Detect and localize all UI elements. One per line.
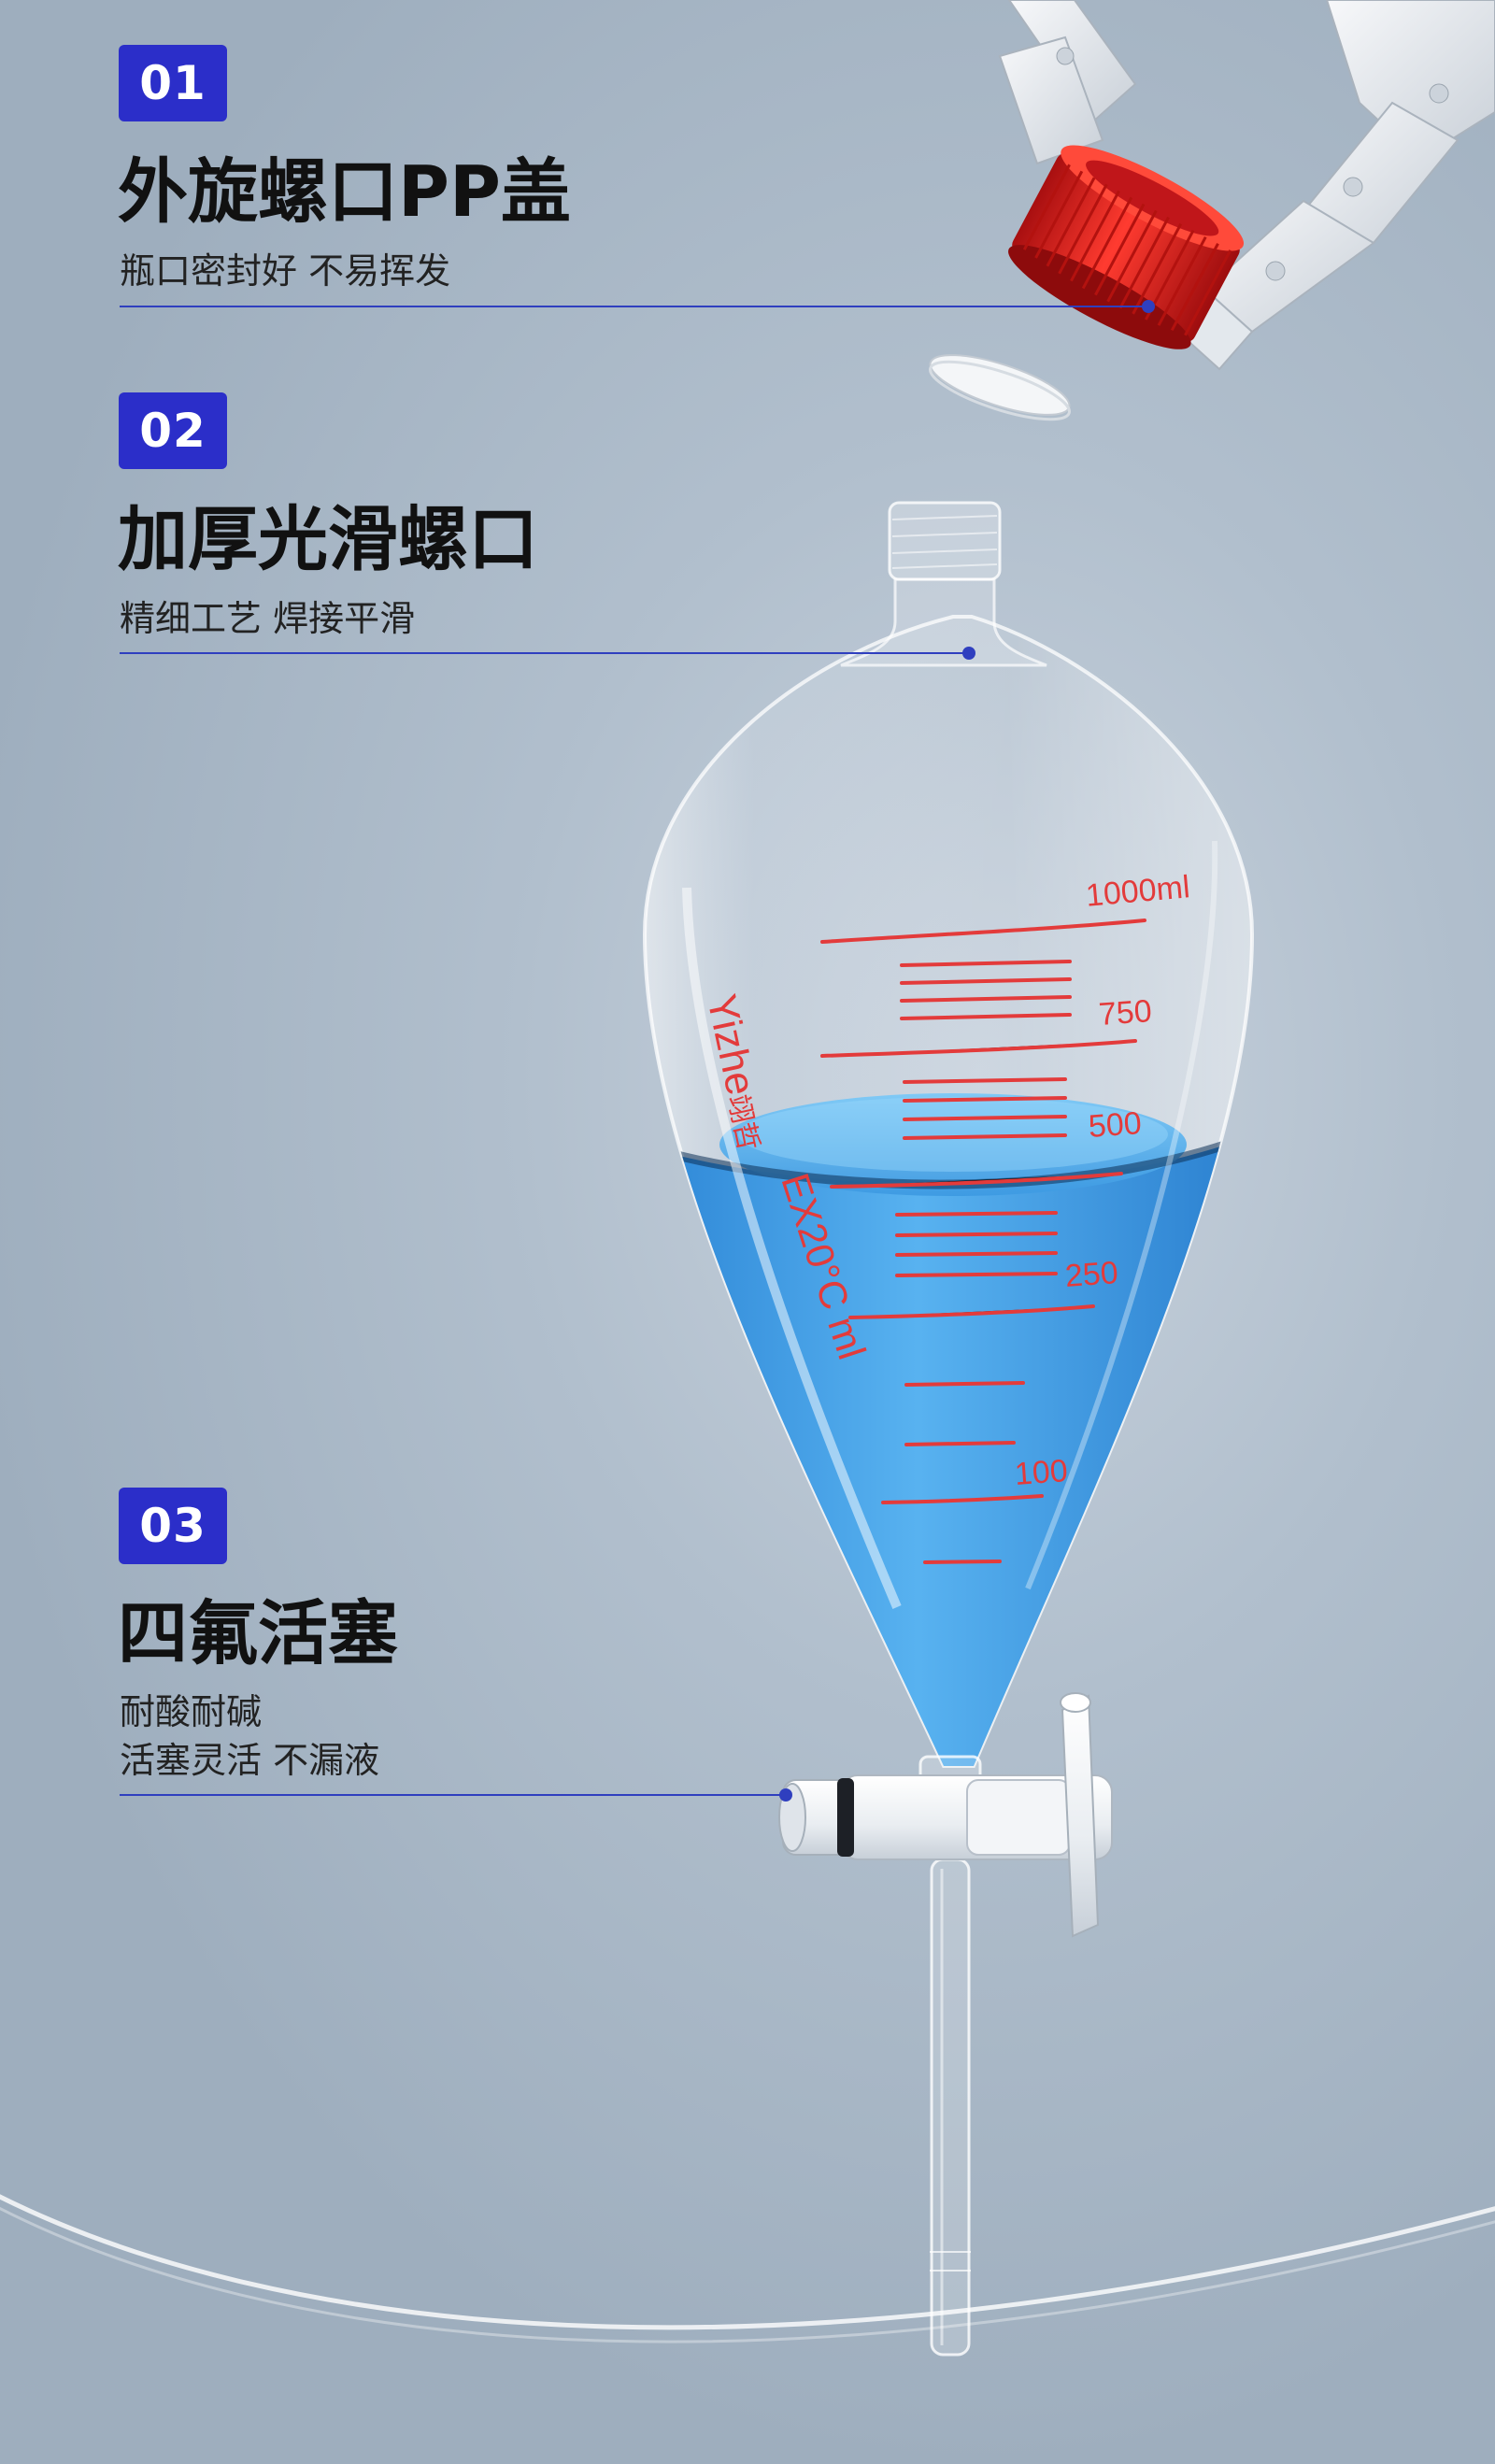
feature-1-title: 外旋螺口PP盖 [118, 150, 571, 233]
feature-1-subtitle: 瓶口密封好 不易挥发 [120, 250, 451, 292]
feature-1-leader-line [120, 306, 1147, 307]
feature-2-leader-line [120, 652, 968, 654]
feature-2-badge: 02 [119, 392, 227, 469]
graduation-label-750: 750 [1097, 993, 1153, 1033]
feature-1-badge: 01 [119, 45, 227, 121]
feature-2-title: 加厚光滑螺口 [118, 498, 539, 580]
robot-gripper-icon [998, 0, 1495, 371]
graduation-label-250: 250 [1063, 1255, 1119, 1294]
graduation-label-100: 100 [1013, 1453, 1069, 1492]
feature-3-badge: 03 [119, 1488, 227, 1564]
feature-3-leader-line [120, 1794, 785, 1796]
flask-stem-icon [930, 1858, 971, 2357]
feature-1-leader-dot [1142, 300, 1155, 313]
flask-brand-cn: 翊哲 [721, 1091, 764, 1154]
feature-3-title: 四氟活塞 [118, 1592, 399, 1674]
graduation-label-500: 500 [1087, 1105, 1143, 1145]
sealing-gasket-icon [929, 354, 1071, 421]
feature-2-leader-dot [962, 647, 975, 660]
feature-3-subtitle-2: 活塞灵活 不漏液 [120, 1740, 380, 1781]
ptfe-stopcock-icon [778, 1692, 1113, 1938]
feature-3-leader-dot [779, 1788, 792, 1802]
pp-screw-cap-icon [1008, 145, 1245, 349]
separatory-funnel-icon [642, 615, 1255, 1768]
feature-3-subtitle-1: 耐酸耐碱 [120, 1691, 263, 1732]
feature-2-subtitle: 精细工艺 焊接平滑 [120, 598, 416, 639]
